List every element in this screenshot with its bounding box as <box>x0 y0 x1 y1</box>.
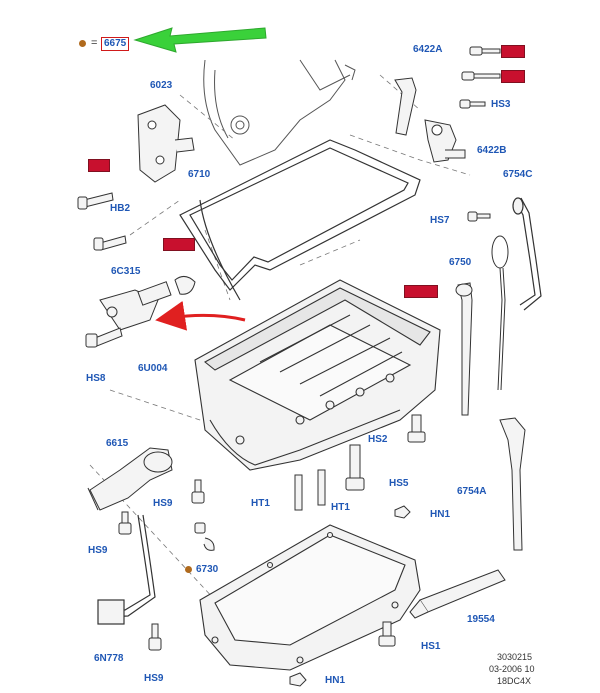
red-tag-top-1 <box>501 45 525 58</box>
engine-block-outline <box>203 59 356 166</box>
label-hs3: HS3 <box>491 99 511 110</box>
label-hs7: HS7 <box>430 215 450 226</box>
label-6750: 6750 <box>449 257 472 268</box>
red-tag-top-2 <box>501 70 525 83</box>
label-hs1: HS1 <box>421 641 441 652</box>
dipstick-tube-6754a <box>499 417 526 551</box>
dipstick-tube-6754c <box>512 197 542 311</box>
footer-ref-1: 3030215 <box>497 652 533 662</box>
footer-ref-2: 03-2006 10 <box>489 664 535 674</box>
label-6023: 6023 <box>150 80 173 91</box>
bolts <box>77 46 501 687</box>
label-6n778: 6N778 <box>94 653 124 664</box>
red-arrow <box>155 300 246 331</box>
label-ht1-left: HT1 <box>251 498 270 509</box>
oil-pan-upper-6u004 <box>194 279 441 471</box>
legend-equals: = <box>91 37 98 49</box>
sealant-tube-19554 <box>409 569 506 619</box>
red-tag-mid <box>163 238 195 251</box>
dipstick-6750 <box>491 235 509 391</box>
gasket-6710 <box>179 139 421 301</box>
red-tag-left <box>88 159 110 172</box>
red-tag-right <box>404 285 438 298</box>
label-6754c: 6754C <box>503 169 533 180</box>
oil-sensor-6c315 <box>99 276 196 331</box>
label-6422a: 6422A <box>413 44 443 55</box>
bracket-6023 <box>137 104 195 183</box>
legend-dot <box>79 40 86 47</box>
label-hn1-right: HN1 <box>430 509 451 520</box>
label-ht1-right: HT1 <box>331 502 350 513</box>
label-hn1-bottom: HN1 <box>325 675 346 686</box>
label-6u004: 6U004 <box>138 363 168 374</box>
green-arrow <box>133 27 267 53</box>
label-hs2: HS2 <box>368 434 388 445</box>
dipstick-tube-lower <box>455 282 473 416</box>
label-6615: 6615 <box>106 438 129 449</box>
label-hs9-left: HS9 <box>88 545 108 556</box>
label-19554: 19554 <box>467 614 495 625</box>
label-hs9-bottom: HS9 <box>144 673 164 684</box>
label-6710: 6710 <box>188 169 211 180</box>
label-hs5: HS5 <box>389 478 409 489</box>
label-6c315: 6C315 <box>111 266 141 277</box>
label-hb2: HB2 <box>110 203 131 214</box>
label-hs9-mid: HS9 <box>153 498 173 509</box>
tube-6n778 <box>97 514 156 625</box>
label-hs8: HS8 <box>86 373 106 384</box>
legend-part-number: 6675 <box>101 37 130 51</box>
oil-pickup-6615 <box>87 447 173 511</box>
pcv-hoses <box>394 77 466 163</box>
label-6730: 6730 <box>196 564 219 575</box>
oil-pan-lower <box>199 524 421 671</box>
label-6754a: 6754A <box>457 486 487 497</box>
label-6730-dot <box>185 566 192 573</box>
footer-ref-3: 18DC4X <box>497 676 532 686</box>
label-6422b: 6422B <box>477 145 507 156</box>
